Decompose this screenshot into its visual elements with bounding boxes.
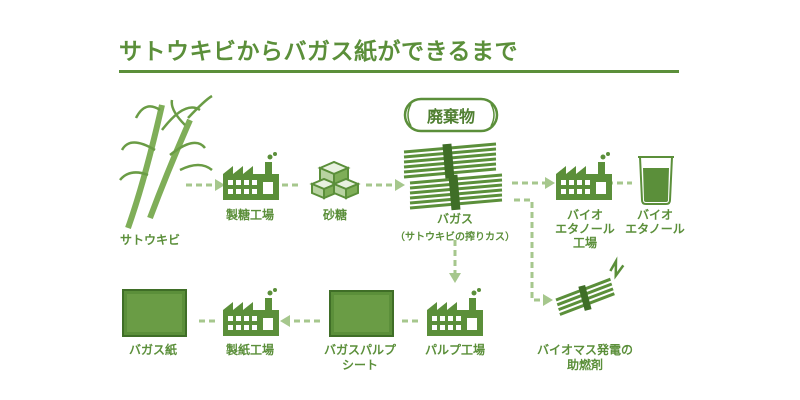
waste-label: 廃棄物: [426, 107, 475, 126]
pulp-sheet-label-2: シート: [341, 358, 378, 372]
bio-factory-label-2: エタノール: [555, 222, 615, 236]
sheet-icon: [329, 290, 394, 337]
factory-icon: [223, 288, 279, 336]
paper-icon: [122, 289, 187, 337]
bio-ethanol-label-2: エタノール: [625, 222, 685, 236]
page-title: サトウキビからバガス紙ができるまで: [119, 39, 519, 65]
bio-factory-label-1: バイオ: [566, 208, 603, 222]
sugar-label: 砂糖: [322, 208, 347, 222]
bio-ethanol-label-1: バイオ: [636, 208, 673, 222]
biomass-label-2: 助燃剤: [566, 358, 603, 372]
waste-badge-shape: [403, 97, 499, 133]
bio-factory-label-3: 工場: [572, 236, 597, 250]
factory-icon: [223, 152, 279, 200]
pulp-factory-label: パルプ工場: [424, 343, 485, 357]
beaker-icon: [638, 156, 674, 205]
title-underline: [119, 70, 679, 73]
bagasse-paper-label: バガス紙: [128, 343, 177, 357]
biomass-label-1: バイオマス発電の: [536, 343, 633, 357]
sugarcane-label: サトウキビ: [119, 233, 180, 247]
sugar-factory-label: 製糖工場: [225, 208, 274, 222]
factory-icon: [427, 288, 483, 336]
bagasse-label: バガス: [436, 212, 473, 226]
factory-icon: [556, 152, 612, 200]
paper-factory-label: 製紙工場: [225, 343, 274, 357]
pulp-sheet-label-1: バガスパルプ: [323, 343, 396, 357]
burning-bundle-icon: [555, 256, 625, 316]
bagasse-bundle-icon: [402, 142, 504, 212]
sugar-cubes-icon: [309, 160, 361, 200]
sugarcane-icon: [119, 94, 213, 230]
bagasse-note: （サトウキビの搾りカス）: [395, 232, 515, 243]
